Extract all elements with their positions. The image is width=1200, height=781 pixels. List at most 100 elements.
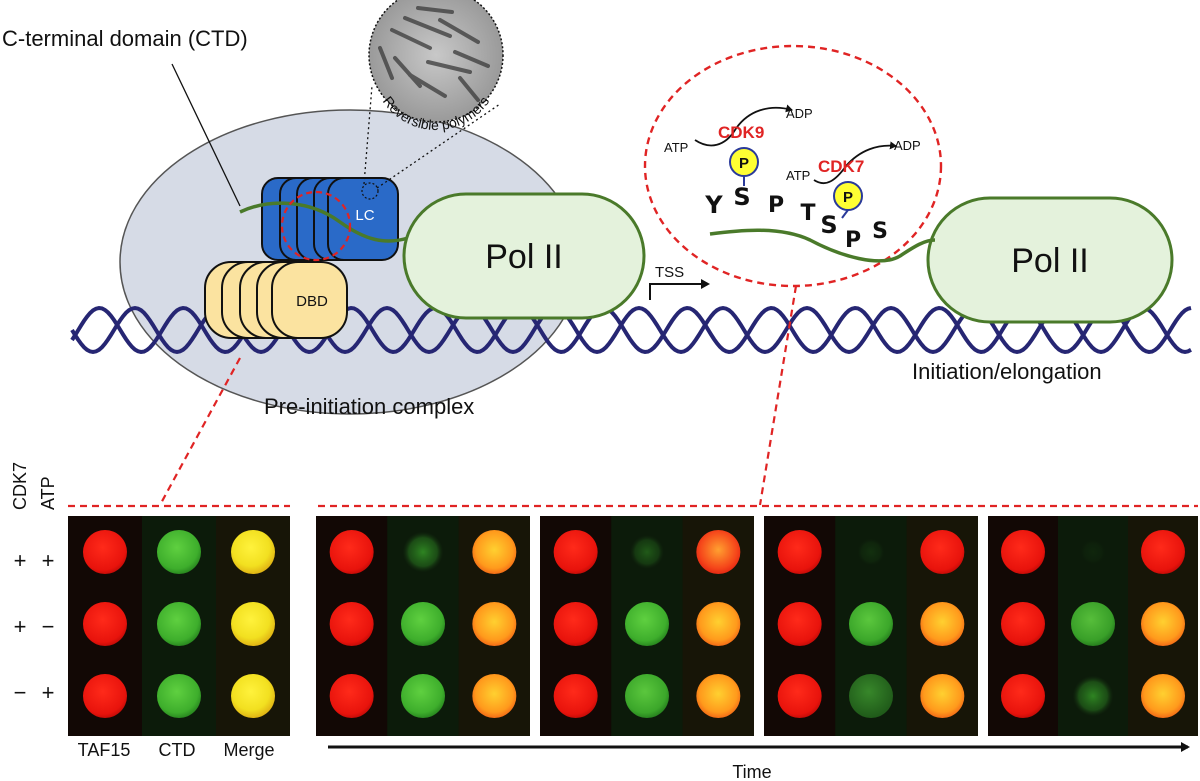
droplet-merge bbox=[231, 530, 275, 574]
column-label-merge: Merge bbox=[223, 740, 274, 760]
droplet-ctd bbox=[625, 674, 669, 718]
residue-p3: P bbox=[768, 193, 784, 218]
row-conditions: + + + − − + bbox=[14, 548, 55, 705]
droplet-ctd bbox=[401, 602, 445, 646]
droplet-taf15 bbox=[777, 602, 822, 646]
droplet-taf15 bbox=[83, 530, 127, 574]
droplet-ctd bbox=[1071, 602, 1115, 646]
droplet-merge bbox=[231, 674, 275, 718]
ctd-label: C-terminal domain (CTD) bbox=[2, 26, 248, 51]
droplet-merge bbox=[472, 674, 517, 718]
zoom-origin-circle bbox=[280, 190, 352, 262]
initiation-elongation-label: Initiation/elongation bbox=[912, 359, 1102, 384]
phospho-label-1: P bbox=[739, 155, 749, 172]
droplet-merge bbox=[696, 602, 741, 646]
column-label-ctd: CTD bbox=[159, 740, 196, 760]
lc-label: LC bbox=[355, 207, 374, 224]
cdk7-adp-label: ADP bbox=[894, 138, 921, 153]
residue-s2: S bbox=[733, 183, 750, 211]
row2-cdk7: + bbox=[14, 614, 27, 639]
droplet-merge bbox=[696, 530, 741, 574]
droplet-taf15 bbox=[553, 674, 598, 718]
micrograph-panels bbox=[68, 516, 1198, 736]
row3-cdk7: − bbox=[14, 680, 27, 705]
droplet-merge bbox=[472, 530, 517, 574]
cdk7-phosphorylation: P ATP ADP CDK7 bbox=[786, 138, 921, 219]
droplet-merge bbox=[920, 674, 965, 718]
cdk9-adp-label: ADP bbox=[786, 106, 813, 121]
pol-ii-right-label: Pol II bbox=[1011, 242, 1088, 280]
row1-cdk7: + bbox=[14, 548, 27, 573]
droplet-merge bbox=[920, 530, 965, 574]
droplet-ctd bbox=[1080, 539, 1106, 565]
droplet-ctd bbox=[1072, 675, 1114, 717]
cdk7-label: CDK7 bbox=[818, 157, 864, 176]
droplet-ctd bbox=[157, 602, 201, 646]
droplet-ctd bbox=[157, 530, 201, 574]
droplet-merge bbox=[696, 674, 741, 718]
droplet-ctd bbox=[157, 674, 201, 718]
cdk7-row-header: CDK7 bbox=[10, 462, 30, 510]
phospho-label-2: P bbox=[843, 189, 853, 206]
row2-atp: − bbox=[42, 614, 55, 639]
droplet-ctd bbox=[402, 531, 444, 573]
ctd-heptad: Y S P T S P S bbox=[704, 183, 888, 253]
cdk7-atp-label: ATP bbox=[786, 168, 810, 183]
droplet-merge bbox=[1141, 602, 1185, 646]
droplet-taf15 bbox=[329, 530, 374, 574]
droplet-taf15 bbox=[1001, 674, 1045, 718]
droplet-taf15 bbox=[1001, 602, 1045, 646]
pol-ii-left-label: Pol II bbox=[485, 238, 562, 276]
pre-initiation-label: Pre-initiation complex bbox=[264, 394, 474, 419]
time-label: Time bbox=[732, 762, 771, 781]
dbd-stack: DBD bbox=[204, 261, 348, 339]
ctd-tail bbox=[239, 201, 409, 243]
ctd-pointer bbox=[171, 63, 241, 207]
residue-s7: S bbox=[872, 219, 888, 244]
droplet-taf15 bbox=[777, 674, 822, 718]
droplet-ctd bbox=[849, 602, 893, 646]
dbd-label: DBD bbox=[296, 293, 328, 310]
residue-y: Y bbox=[704, 191, 723, 219]
phosphorylation-zoom bbox=[643, 44, 943, 288]
droplet-taf15 bbox=[329, 674, 374, 718]
droplet-taf15 bbox=[329, 602, 374, 646]
column-label-taf15: TAF15 bbox=[78, 740, 131, 760]
pol-ii-right bbox=[926, 196, 1174, 324]
residue-s5: S bbox=[820, 211, 837, 239]
cdk9-label: CDK9 bbox=[718, 123, 764, 142]
zoom-connector-left bbox=[159, 357, 241, 506]
pol-ii-left bbox=[402, 192, 646, 320]
droplet-taf15 bbox=[777, 530, 822, 574]
droplet-ctd bbox=[857, 538, 885, 566]
zoom-line-left bbox=[363, 85, 373, 185]
droplet-taf15 bbox=[553, 530, 598, 574]
polymer-zoom-origin bbox=[361, 182, 379, 200]
droplet-taf15 bbox=[1001, 530, 1045, 574]
cdk9-phosphorylation: P ATP ADP CDK9 bbox=[664, 104, 813, 186]
tss-arrow bbox=[649, 279, 710, 300]
atp-row-header: ATP bbox=[38, 476, 58, 510]
droplet-merge bbox=[472, 602, 517, 646]
cdk9-atp-label: ATP bbox=[664, 140, 688, 155]
ctd-tail-zoom bbox=[709, 228, 936, 263]
droplet-ctd bbox=[401, 674, 445, 718]
residue-p6: P bbox=[845, 228, 861, 253]
droplet-ctd bbox=[849, 674, 893, 718]
dna-strand bbox=[70, 305, 1192, 355]
residue-t4: T bbox=[800, 201, 815, 226]
droplet-taf15 bbox=[553, 602, 598, 646]
polymer-micrograph: Reversible polymers bbox=[368, 0, 504, 133]
droplet-taf15 bbox=[83, 674, 127, 718]
zoom-connector-right bbox=[758, 285, 798, 506]
droplet-ctd bbox=[629, 534, 665, 570]
row3-atp: + bbox=[42, 680, 55, 705]
droplet-merge bbox=[1141, 674, 1185, 718]
droplet-ctd bbox=[625, 602, 669, 646]
droplet-merge bbox=[231, 602, 275, 646]
droplet-taf15 bbox=[83, 602, 127, 646]
row1-atp: + bbox=[42, 548, 55, 573]
droplet-merge bbox=[920, 602, 965, 646]
droplet-merge bbox=[1141, 530, 1185, 574]
